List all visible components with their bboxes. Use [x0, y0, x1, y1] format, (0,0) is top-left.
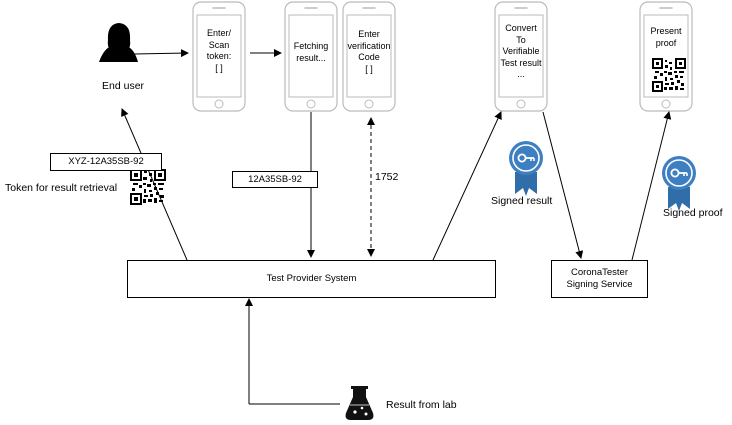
signed-result-label: Signed result	[491, 195, 553, 207]
arrow-user-to-phone	[133, 49, 189, 58]
qr-code-token-icon	[130, 169, 166, 205]
phone-convert-text: Convert To Verifiable Test result ...	[500, 23, 542, 79]
phone-fetching-text: Fetching result...	[293, 41, 329, 63]
token-caption: Token for result retrieval	[5, 182, 118, 194]
connector-arrows	[121, 49, 672, 405]
qr-code-proof-icon	[652, 58, 686, 92]
lab-result-label: Result from lab	[386, 399, 457, 411]
signed-proof-label: Signed proof	[663, 207, 723, 219]
fetch-token-box: 12A35SB-92	[232, 171, 318, 188]
phone-present-proof-text: Present proof	[650, 26, 682, 48]
phone-present-proof	[639, 1, 693, 112]
end-user-label: End user	[102, 80, 145, 92]
verification-code-label: 1752	[375, 171, 399, 183]
arrow-convert-to-signing	[542, 111, 584, 259]
lab-flask-icon	[345, 386, 374, 420]
phone-verification-text: Enter verification Code [ ]	[347, 29, 391, 74]
signed-proof-badge-icon	[661, 155, 697, 212]
arrow-provider-to-convert	[432, 111, 502, 261]
test-provider-system-box: Test Provider System	[127, 260, 496, 298]
signing-service-box: CoronaTester Signing Service	[551, 260, 648, 298]
arrow-signing-to-proof	[631, 111, 672, 261]
phone-enter-token-text: Enter/ Scan token: [ ]	[206, 28, 232, 73]
arrow-provider-to-user	[121, 108, 188, 261]
token-value-box: XYZ-12A35SB-92	[50, 153, 162, 171]
signed-result-badge-icon	[508, 140, 544, 197]
end-user-icon	[99, 23, 138, 62]
